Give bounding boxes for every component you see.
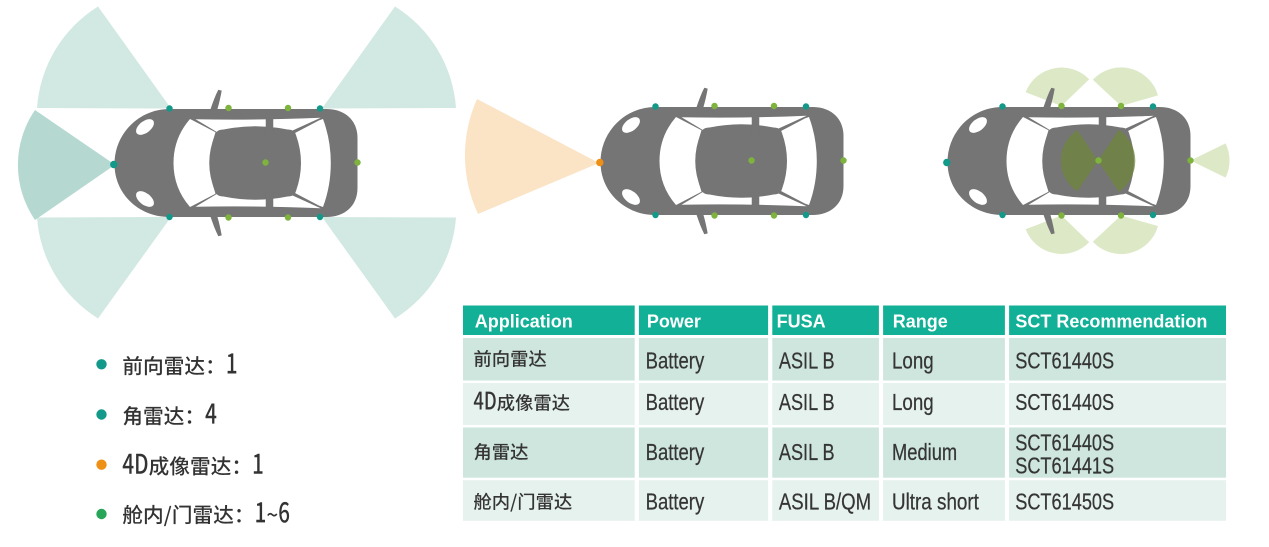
svg-text:Power: Power: [647, 312, 701, 332]
svg-text:ASIL B/QM: ASIL B/QM: [779, 490, 871, 515]
svg-text:Battery: Battery: [646, 390, 705, 415]
svg-text:ASIL B: ASIL B: [779, 390, 835, 416]
svg-text:SCT61440S: SCT61440S: [1015, 390, 1114, 416]
svg-text:SCT Recommendation: SCT Recommendation: [1015, 312, 1207, 332]
svg-text:Long: Long: [892, 349, 934, 374]
svg-text:SCT61440S: SCT61440S: [1015, 348, 1114, 374]
svg-text:Battery: Battery: [646, 490, 705, 515]
svg-text:ASIL B: ASIL B: [779, 440, 835, 466]
svg-text:Long: Long: [892, 390, 934, 415]
svg-text:SCT61450S: SCT61450S: [1015, 490, 1114, 516]
svg-text:SCT61441S: SCT61441S: [1015, 453, 1114, 479]
svg-text:FUSA: FUSA: [777, 312, 826, 332]
svg-text:Application: Application: [475, 312, 573, 332]
svg-text:Battery: Battery: [646, 349, 705, 374]
svg-text:Medium: Medium: [892, 440, 957, 465]
svg-text:Range: Range: [893, 312, 948, 332]
svg-text:Battery: Battery: [646, 440, 705, 465]
svg-text:SCT61440S: SCT61440S: [1015, 430, 1114, 456]
svg-text:Ultra short: Ultra short: [892, 490, 979, 515]
svg-text:ASIL B: ASIL B: [779, 348, 835, 374]
